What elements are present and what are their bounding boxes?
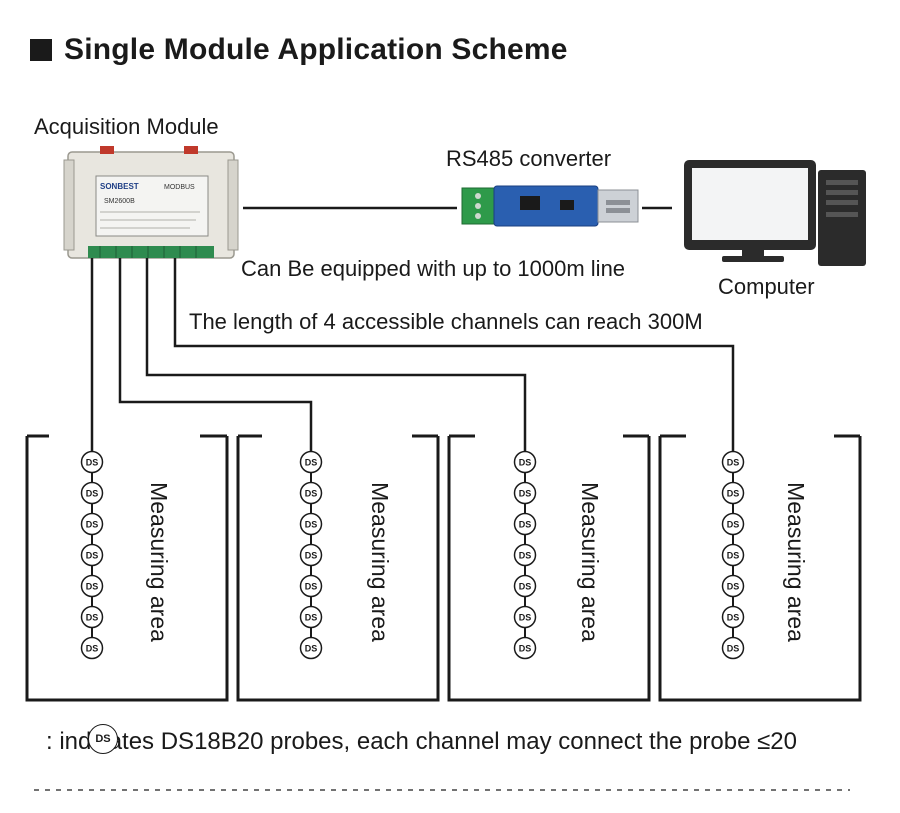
ds-probe-icon (80, 512, 104, 536)
ds-probe-label: DS (727, 551, 740, 561)
ds-probe-icon (513, 543, 537, 567)
ds-probe-label: DS (727, 582, 740, 592)
acquisition-module-label: Acquisition Module (34, 114, 219, 139)
computer-label: Computer (718, 274, 815, 299)
measuring-area-3-label: Measuring area (577, 482, 603, 642)
channel-4-wire (173, 258, 735, 462)
measuring-area-2-label: Measuring area (367, 482, 393, 642)
ds-probe-icon (513, 574, 537, 598)
ds-probe-label: DS (519, 644, 532, 654)
device-brand: SONBEST (100, 182, 139, 191)
ds-probe-label: DS (305, 458, 318, 468)
ds-probe-icon (299, 450, 323, 474)
channel-length-label: The length of 4 accessible channels can … (189, 309, 703, 334)
ds-probe-icon (721, 481, 745, 505)
ds-probe-icon (513, 450, 537, 474)
ds-probe-icon (721, 574, 745, 598)
ds-probe-label: DS (305, 582, 318, 592)
ds-probe-label: DS (86, 644, 99, 654)
ds-probe-icon (80, 605, 104, 629)
ds-probe-icon (80, 574, 104, 598)
measuring-area-4-label: Measuring area (783, 482, 809, 642)
ds-probe-label: DS (727, 613, 740, 623)
ds-probe-label: DS (727, 458, 740, 468)
ds-probe-icon (513, 512, 537, 536)
page-title: Single Module Application Scheme (64, 33, 568, 66)
ds-probe-label: DS (305, 520, 318, 530)
ds-probe-label: DS (519, 489, 532, 499)
acquisition-module-device: SONBEST MODBUS SM2600B (63, 146, 239, 259)
ds-probe-label: DS (727, 489, 740, 499)
ds-probe-label: DS (86, 489, 99, 499)
ds-probe-label: DS (305, 489, 318, 499)
computer-device (684, 160, 866, 266)
title-block: Single Module Application Scheme (30, 28, 568, 72)
measuring-area-4-box (658, 436, 862, 702)
ds-probe-label: DS (86, 613, 99, 623)
ds-probe-icon (721, 450, 745, 474)
ds-probe-icon (299, 574, 323, 598)
ds-probe-label: DS (519, 520, 532, 530)
ds-probe-label: DS (86, 582, 99, 592)
measuring-area-2-box (236, 436, 440, 702)
line-length-label: Can Be equipped with up to 1000m line (241, 256, 626, 281)
measuring-area-3-box (447, 436, 651, 702)
ds-probe-label: DS (727, 520, 740, 530)
title-bullet (30, 39, 52, 61)
ds-probe-icon (721, 512, 745, 536)
rs485-converter-device (461, 185, 639, 227)
footnote-text: : indicates DS18B20 probes, each channel… (46, 728, 797, 755)
channel-2-wire (118, 258, 313, 462)
ds-probe-icon (721, 636, 745, 660)
ds-probe-label: DS (86, 458, 99, 468)
measuring-area-1-label: Measuring area (146, 482, 172, 642)
ds-probe-icon (299, 481, 323, 505)
ds-probe-label: DS (86, 551, 99, 561)
ds-probe-icon (80, 450, 104, 474)
device-protocol: MODBUS (164, 184, 195, 191)
ds-probe-label: DS (519, 613, 532, 623)
ds-probe-icon (721, 605, 745, 629)
ds-probe-label: DS (305, 551, 318, 561)
device-model: SM2600B (104, 198, 135, 205)
ds-probe-label: DS (519, 582, 532, 592)
rs485-converter-label: RS485 converter (446, 146, 612, 171)
channel-3-wire (145, 258, 527, 462)
ds-probe-icon (299, 512, 323, 536)
ds-probe-icon (513, 636, 537, 660)
probe-chains: DS DS DS DS DS DS DS DS DS DS DS DS DS DS DS DS DS DS DS DS… (80, 450, 745, 660)
ds-probe-icon (513, 605, 537, 629)
ds-probe-icon (80, 543, 104, 567)
ds-probe-label: DS (305, 613, 318, 623)
ds-probe-icon (721, 543, 745, 567)
ds-probe-label: DS (519, 458, 532, 468)
ds-probe-icon (80, 481, 104, 505)
measuring-area-1-box (25, 436, 229, 702)
ds-probe-icon (80, 636, 104, 660)
ds-probe-label: DS (305, 644, 318, 654)
ds-probe-icon (299, 636, 323, 660)
ds-probe-icon (513, 481, 537, 505)
ds-probe-label: DS (86, 520, 99, 530)
ds-probe-icon (299, 543, 323, 567)
footnote-ds-probe-icon: DS (88, 724, 118, 754)
ds-probe-label: DS (519, 551, 532, 561)
ds-probe-icon (299, 605, 323, 629)
ds-probe-label: DS (727, 644, 740, 654)
